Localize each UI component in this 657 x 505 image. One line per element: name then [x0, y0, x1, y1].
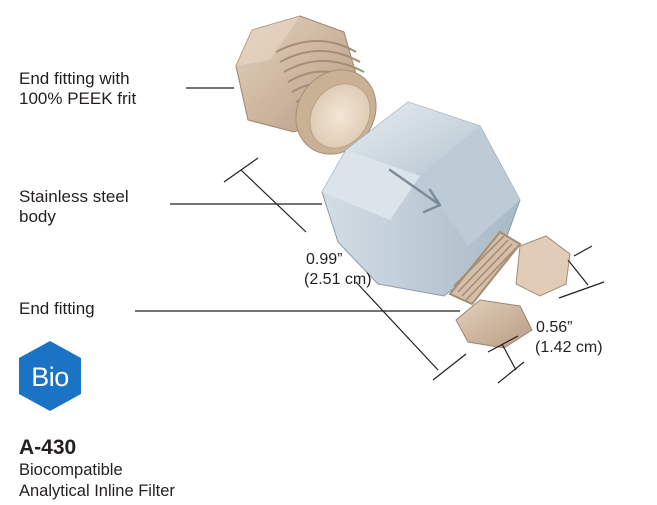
dimension-width-in: 0.56” — [536, 319, 573, 336]
bio-badge-label: Bio — [31, 362, 69, 392]
callout-end-fitting-frit-line2: 100% PEEK frit — [19, 89, 137, 108]
bio-badge-icon — [19, 341, 81, 411]
callout-body-line1: Stainless steel — [19, 187, 129, 206]
bottom-end-fitting — [448, 230, 571, 349]
callout-lines — [135, 87, 460, 312]
dimension-length-cm: (2.51 cm) — [304, 271, 372, 288]
product-description-line1: Biocompatible — [19, 461, 123, 479]
top-end-fitting — [235, 15, 377, 155]
dimension-width-cm: (1.42 cm) — [535, 339, 603, 356]
callout-body-line2: body — [19, 207, 56, 226]
product-code: A-430 — [19, 436, 77, 459]
callout-end-fitting-frit-line1: End fitting with — [19, 69, 130, 88]
dimension-lines — [223, 157, 605, 384]
dimension-length-in: 0.99” — [306, 251, 343, 268]
product-description-line2: Analytical Inline Filter — [19, 482, 175, 500]
steel-body — [321, 101, 521, 297]
callout-end-fitting: End fitting — [19, 299, 95, 318]
